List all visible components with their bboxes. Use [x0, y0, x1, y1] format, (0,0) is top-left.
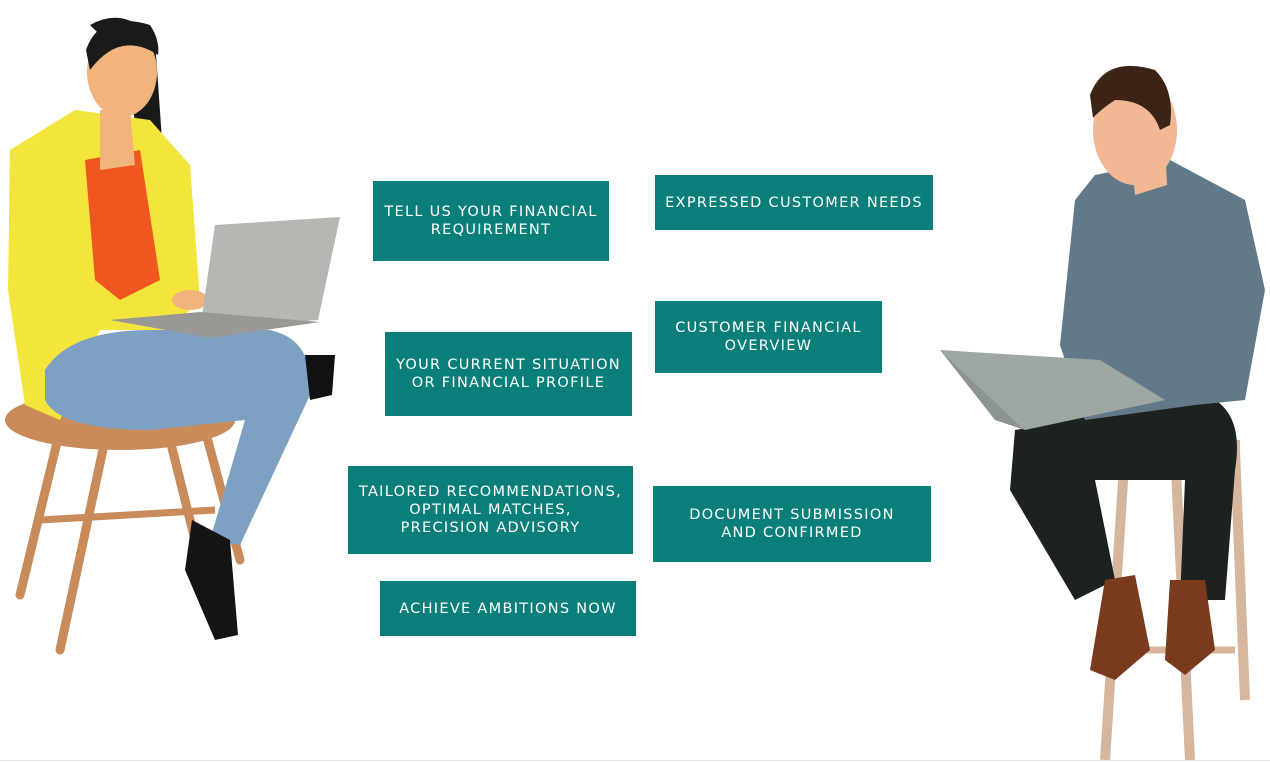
step-financial-requirement: TELL US YOUR FINANCIAL REQUIREMENT — [373, 181, 609, 261]
woman-with-laptop-icon — [0, 0, 345, 660]
man-with-laptop-icon — [935, 0, 1270, 763]
step-achieve-ambitions: ACHIEVE AMBITIONS NOW — [380, 581, 636, 636]
step-expressed-customer-needs: EXPRESSED CUSTOMER NEEDS — [655, 175, 933, 230]
step-customer-financial-overview: CUSTOMER FINANCIAL OVERVIEW — [655, 301, 882, 373]
step-current-situation: YOUR CURRENT SITUATION OR FINANCIAL PROF… — [385, 332, 632, 416]
step-tailored-recommendations: TAILORED RECOMMENDATIONS, OPTIMAL MATCHE… — [348, 466, 633, 554]
step-document-submission: DOCUMENT SUBMISSION AND CONFIRMED — [653, 486, 931, 562]
bottom-divider — [0, 760, 1270, 761]
